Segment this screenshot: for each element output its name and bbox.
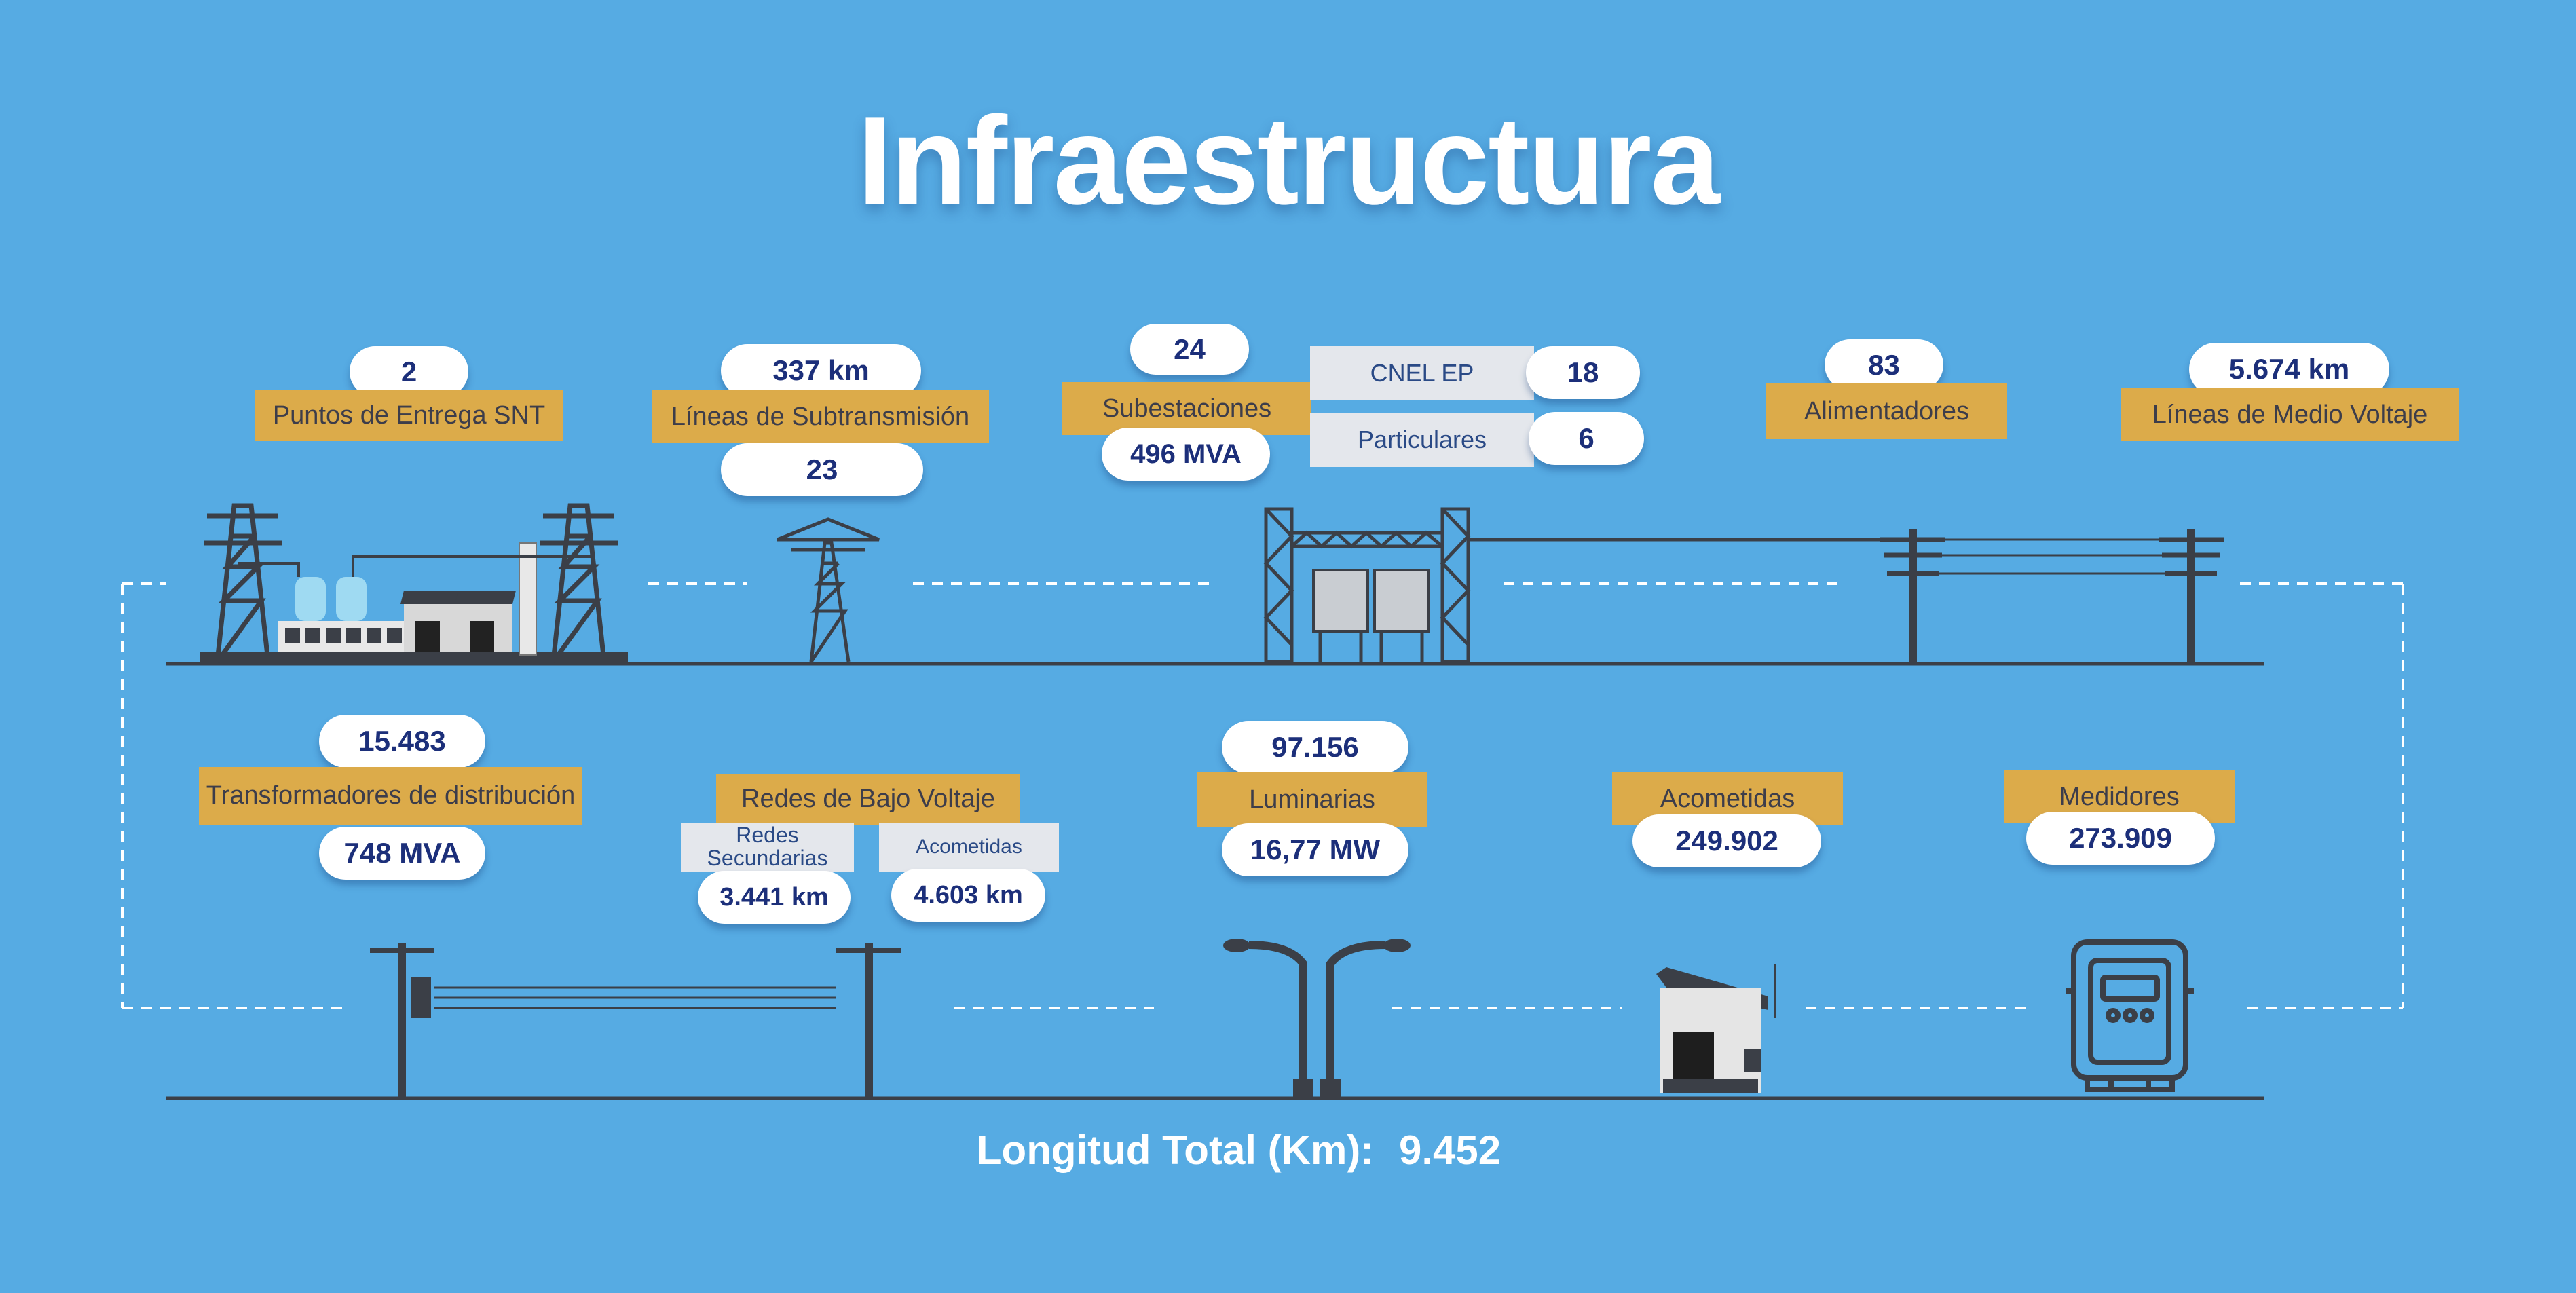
subestaciones-value: 24 (1130, 324, 1249, 375)
redes-secundarias-value: 3.441 km (698, 871, 851, 924)
cnel-value: 18 (1526, 346, 1640, 399)
transformadores-capacity: 748 MVA (319, 827, 485, 880)
transformadores-value: 15.483 (319, 715, 485, 768)
service-house-icon (1656, 964, 1776, 1093)
alimentadores-label: Alimentadores (1766, 383, 2007, 439)
particulares-value: 6 (1529, 412, 1644, 465)
street-light-icon (1223, 939, 1411, 1098)
bajo-voltaje-acometidas-value: 4.603 km (891, 869, 1045, 922)
medio-voltaje-value: 5.674 km (2189, 343, 2389, 396)
particulares-label: Particulares (1310, 413, 1534, 467)
alimentadores-value: 83 (1825, 339, 1943, 390)
luminarias-value: 97.156 (1222, 721, 1408, 774)
page-title: Infraestructura (857, 90, 1720, 230)
subtransmision-value: 337 km (721, 344, 921, 397)
electric-meter-icon (2066, 939, 2194, 1092)
subtransmision-count: 23 (721, 443, 923, 496)
total-value: 9.452 (1398, 1127, 1501, 1173)
transmission-tower-icon (777, 517, 880, 663)
medidores-value: 273.909 (2026, 812, 2215, 865)
redes-secundarias-label: Redes Secundarias (681, 823, 854, 872)
substation-plant-icon (200, 503, 628, 664)
bajo-voltaje-acometidas-label: Acometidas (879, 823, 1059, 872)
medio-voltaje-label: Líneas de Medio Voltaje (2121, 388, 2459, 441)
total-label: Longitud Total (Km): (976, 1127, 1375, 1173)
total-length: Longitud Total (Km): 9.452 (0, 1127, 2478, 1174)
subtransmision-label: Líneas de Subtransmisión (652, 390, 989, 443)
luminarias-label: Luminarias (1197, 772, 1427, 827)
subestaciones-capacity: 496 MVA (1102, 428, 1270, 481)
distribution-transformer-icon (370, 943, 901, 1098)
subestaciones-label: Subestaciones (1062, 382, 1311, 435)
luminarias-power: 16,77 MW (1222, 823, 1408, 876)
puntos-label: Puntos de Entrega SNT (255, 390, 563, 441)
transformadores-label: Transformadores de distribución (199, 767, 582, 825)
acometidas-value: 249.902 (1632, 814, 1821, 867)
puntos-value: 2 (350, 346, 468, 397)
cnel-label: CNEL EP (1310, 346, 1534, 400)
utility-pole-icon (1880, 529, 2224, 664)
substation-structure-icon (1263, 507, 1887, 664)
bajo-voltaje-label: Redes de Bajo Voltaje (716, 774, 1020, 825)
dashed-connector (121, 582, 2404, 1009)
